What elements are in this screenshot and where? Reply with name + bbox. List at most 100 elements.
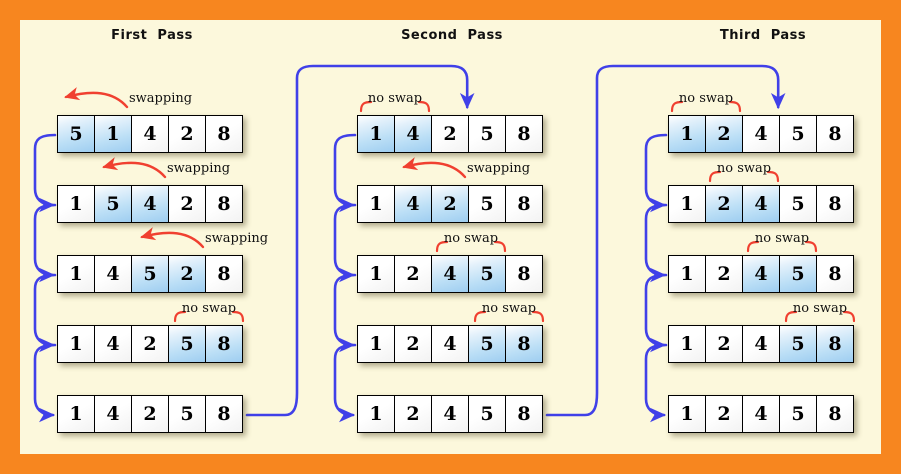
array-cell: 2 — [168, 115, 206, 153]
swapping-label: swapping — [467, 161, 531, 176]
array-cell: 2 — [705, 325, 743, 363]
array-cell: 4 — [94, 255, 132, 293]
array-cell: 1 — [357, 115, 395, 153]
array-cell: 8 — [816, 255, 854, 293]
array-cell: 5 — [779, 185, 817, 223]
array-cell: 5 — [468, 325, 506, 363]
array-cell: 8 — [205, 255, 243, 293]
array-cell: 5 — [168, 395, 206, 433]
array-cell: 8 — [505, 115, 543, 153]
array-cell: 1 — [668, 115, 706, 153]
array-cell: 2 — [394, 395, 432, 433]
array-cell: 8 — [816, 395, 854, 433]
array-cell: 4 — [742, 255, 780, 293]
swapping-label: swapping — [129, 91, 193, 106]
array-cell: 2 — [394, 255, 432, 293]
swapping-label: swapping — [167, 161, 231, 176]
array-cell: 1 — [668, 255, 706, 293]
array-cell: 5 — [468, 185, 506, 223]
array-cell: 8 — [205, 325, 243, 363]
array-cell: 1 — [668, 325, 706, 363]
array-cell: 2 — [168, 185, 206, 223]
array-cell: 1 — [94, 115, 132, 153]
array-cell: 8 — [205, 185, 243, 223]
array-cell: 2 — [705, 115, 743, 153]
array-cell: 5 — [131, 255, 169, 293]
array-cell: 4 — [131, 185, 169, 223]
array-cell: 8 — [505, 255, 543, 293]
no-swap-label: no swap — [443, 231, 499, 246]
array-cell: 5 — [168, 325, 206, 363]
swapping-label: swapping — [205, 231, 269, 246]
array-cell: 5 — [779, 395, 817, 433]
array-cell: 5 — [94, 185, 132, 223]
array-cell: 4 — [394, 185, 432, 223]
array-cell: 5 — [468, 255, 506, 293]
array-cell: 1 — [57, 185, 95, 223]
array-cell: 5 — [779, 325, 817, 363]
array-cell: 8 — [816, 325, 854, 363]
array-cell: 1 — [357, 185, 395, 223]
array-cell: 2 — [431, 115, 469, 153]
array-cell: 1 — [668, 185, 706, 223]
no-swap-label: no swap — [481, 301, 537, 316]
array-cell: 4 — [94, 395, 132, 433]
array-cell: 2 — [394, 325, 432, 363]
array-cell: 1 — [357, 395, 395, 433]
array-cell: 5 — [779, 115, 817, 153]
array-cell: 8 — [205, 115, 243, 153]
no-swap-label: no swap — [367, 91, 423, 106]
array-cell: 8 — [505, 185, 543, 223]
array-cell: 8 — [505, 325, 543, 363]
array-cell: 5 — [468, 395, 506, 433]
array-cell: 4 — [431, 395, 469, 433]
pass-title-2: Second Pass — [401, 28, 503, 43]
array-cell: 1 — [668, 395, 706, 433]
array-cell: 8 — [205, 395, 243, 433]
array-cell: 2 — [131, 395, 169, 433]
no-swap-label: no swap — [678, 91, 734, 106]
array-cell: 5 — [779, 255, 817, 293]
array-cell: 4 — [742, 325, 780, 363]
pass-title-3: Third Pass — [719, 28, 807, 43]
array-cell: 4 — [742, 115, 780, 153]
array-cell: 1 — [357, 325, 395, 363]
no-swap-label: no swap — [716, 161, 772, 176]
array-cell: 4 — [131, 115, 169, 153]
no-swap-label: no swap — [792, 301, 848, 316]
no-swap-label: no swap — [181, 301, 237, 316]
array-cell: 4 — [94, 325, 132, 363]
array-cell: 2 — [705, 255, 743, 293]
array-cell: 2 — [705, 395, 743, 433]
array-cell: 5 — [468, 115, 506, 153]
array-cell: 4 — [742, 185, 780, 223]
array-cell: 8 — [816, 185, 854, 223]
array-cell: 2 — [431, 185, 469, 223]
array-cell: 4 — [394, 115, 432, 153]
array-cell: 4 — [431, 325, 469, 363]
array-cell: 4 — [742, 395, 780, 433]
no-swap-label: no swap — [754, 231, 810, 246]
array-cell: 1 — [57, 255, 95, 293]
array-cell: 1 — [57, 325, 95, 363]
pass-title-1: First Pass — [111, 28, 193, 43]
array-cell: 2 — [168, 255, 206, 293]
array-cell: 2 — [131, 325, 169, 363]
array-cell: 8 — [816, 115, 854, 153]
